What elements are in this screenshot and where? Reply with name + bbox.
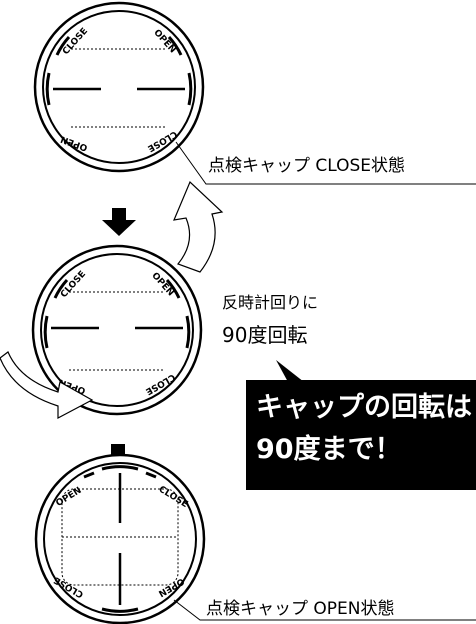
leader-line-open xyxy=(173,599,476,621)
leader-line-close xyxy=(175,141,476,185)
callout-line2: 90度まで！ xyxy=(256,433,402,465)
label-close-state: 点検キャップ CLOSE状態 xyxy=(208,156,405,176)
curved-arrow-icon xyxy=(0,351,94,419)
warning-callout: キャップの回転は 90度まで！ xyxy=(246,360,476,490)
label-open-state: 点検キャップ OPEN状態 xyxy=(206,599,395,619)
label-rotate-line2: 90度回転 xyxy=(222,323,307,347)
cap-close-state: CLOSE OPEN OPEN CLOSE xyxy=(33,1,205,173)
callout-line1: キャップの回転は xyxy=(256,392,472,423)
curved-arrow-icon xyxy=(173,180,224,273)
down-arrow-icon xyxy=(102,208,136,236)
label-rotate-line1: 反時計回りに xyxy=(222,293,318,312)
cap-open-state: OPEN CLOSE CLOSE OPEN xyxy=(34,453,206,624)
cap-rotating: CLOSE OPEN OPEN CLOSE xyxy=(31,244,203,416)
